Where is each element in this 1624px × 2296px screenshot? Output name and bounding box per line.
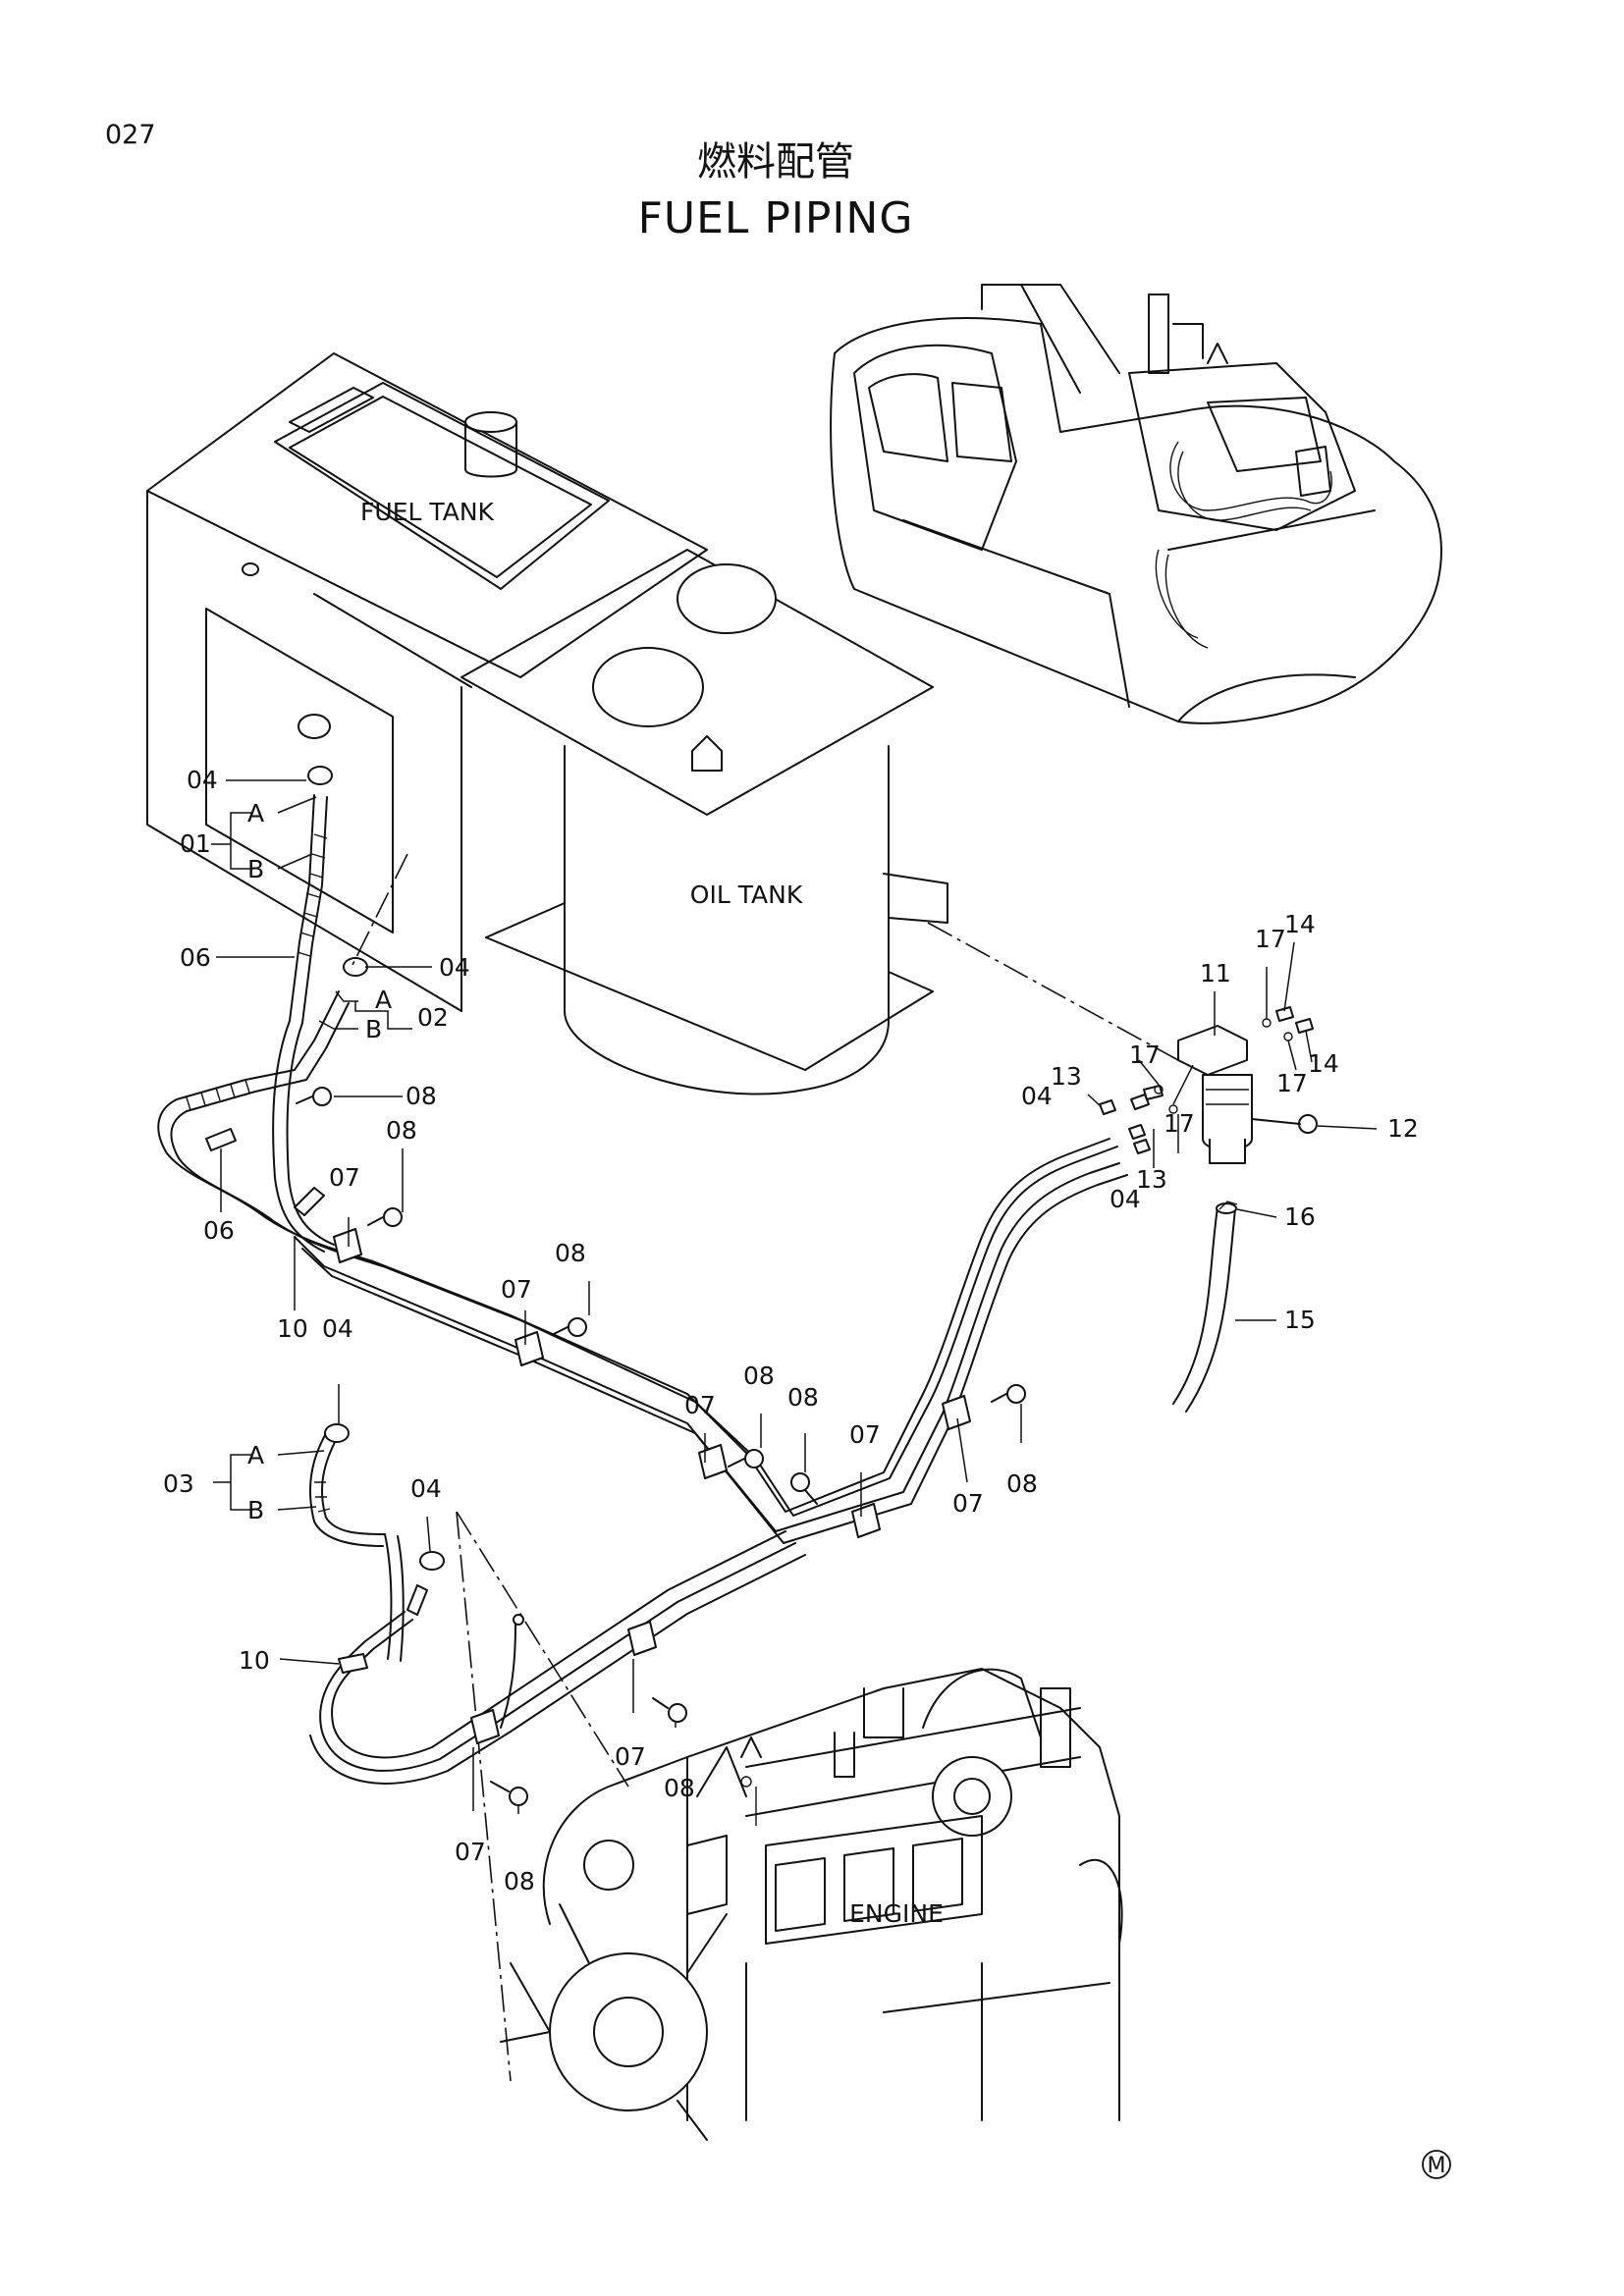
engine-label: ENGINE [849, 1899, 944, 1928]
callout-08: 08 [787, 1383, 819, 1412]
label-A: A [375, 986, 392, 1014]
callout-07: 07 [615, 1742, 646, 1771]
page-title: FUEL PIPING [638, 193, 914, 243]
bolts [296, 1087, 1026, 1806]
callout-08: 08 [555, 1239, 586, 1267]
leader-lines [211, 779, 1378, 1814]
callout-17: 17 [1164, 1109, 1195, 1138]
fuel-filter-assembly [1099, 1006, 1318, 1164]
excavator-overview [830, 284, 1442, 724]
callout-04: 04 [187, 766, 218, 794]
callout-14: 14 [1284, 910, 1316, 938]
callout-04: 04 [410, 1474, 442, 1503]
callout-07: 07 [684, 1391, 716, 1419]
callout-04: 04 [1021, 1082, 1053, 1110]
callout-11: 11 [1200, 959, 1231, 988]
copyright-mark: M [1422, 2150, 1451, 2179]
callout-12: 12 [1387, 1114, 1419, 1143]
label-A: A [247, 799, 264, 828]
callout-07: 07 [329, 1163, 360, 1192]
svg-text:M: M [1428, 2154, 1446, 2178]
callout-01: 01 [180, 829, 211, 858]
callout-08: 08 [743, 1362, 775, 1390]
label-B: B [365, 1015, 382, 1043]
callout-04: 04 [439, 953, 470, 982]
callout-08: 08 [1006, 1469, 1038, 1498]
callout-10: 10 [239, 1646, 270, 1675]
title-japanese: 燃料配管 [697, 139, 854, 185]
callout-08: 08 [664, 1774, 695, 1802]
label-B: B [247, 855, 264, 883]
callout-08: 08 [504, 1867, 535, 1896]
oil-tank-label: OIL TANK [690, 881, 803, 909]
callout-08: 08 [386, 1116, 417, 1145]
callout-numbers: 04 01 A B 06 04 A B 02 08 06 08 07 10 04… [163, 766, 1419, 1896]
callout-14: 14 [1308, 1049, 1339, 1078]
callout-13: 13 [1136, 1165, 1167, 1194]
page-number: 027 [105, 120, 156, 150]
fuel-tank-label: FUEL TANK [360, 498, 494, 526]
callout-04: 04 [1110, 1185, 1141, 1213]
callout-07: 07 [952, 1489, 984, 1518]
callout-03: 03 [163, 1469, 194, 1498]
callout-10: 10 [277, 1314, 308, 1343]
callout-17: 17 [1255, 925, 1286, 953]
callout-13: 13 [1051, 1062, 1082, 1091]
drain-hose [1172, 1201, 1238, 1413]
callout-17: 17 [1129, 1041, 1161, 1069]
hose-clamps [307, 766, 445, 1571]
callout-17: 17 [1276, 1069, 1308, 1097]
engine [500, 1668, 1123, 2141]
callout-07: 07 [849, 1420, 881, 1449]
callout-06: 06 [180, 943, 211, 972]
callout-06: 06 [203, 1216, 235, 1245]
callout-08: 08 [406, 1082, 437, 1110]
callout-04: 04 [322, 1314, 353, 1343]
callout-16: 16 [1284, 1202, 1316, 1231]
oil-tank [460, 549, 948, 1095]
label-B: B [247, 1496, 264, 1524]
label-A: A [247, 1441, 264, 1469]
callout-02: 02 [417, 1003, 449, 1032]
callout-07: 07 [501, 1275, 532, 1304]
callout-07: 07 [455, 1838, 486, 1866]
callout-15: 15 [1284, 1306, 1316, 1334]
fuel-tank [146, 352, 708, 1012]
pipe-clamps [205, 1128, 971, 1744]
